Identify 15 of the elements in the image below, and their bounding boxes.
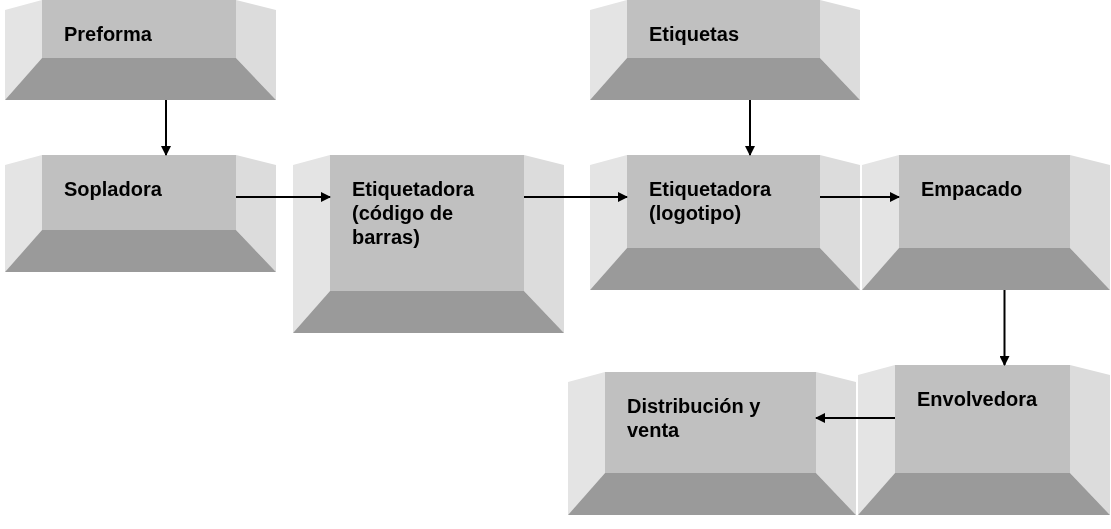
box-label: Sopladora xyxy=(64,177,163,201)
arrow xyxy=(819,192,900,202)
box-label: Etiquetas xyxy=(649,22,741,46)
arrow xyxy=(161,99,171,156)
box-label: Etiquetadora (código de barras) xyxy=(352,177,476,249)
arrow xyxy=(235,192,331,202)
box-label: Envolvedora xyxy=(917,387,1039,411)
arrow xyxy=(999,289,1010,366)
arrow xyxy=(523,192,628,202)
arrow xyxy=(815,413,896,423)
box-label: Preforma xyxy=(64,22,153,46)
box-label: Empacado xyxy=(921,177,1024,201)
arrow xyxy=(745,99,755,156)
box-label: Etiquetadora (logotipo) xyxy=(649,177,773,225)
box-label: Distribución y venta xyxy=(627,394,762,442)
